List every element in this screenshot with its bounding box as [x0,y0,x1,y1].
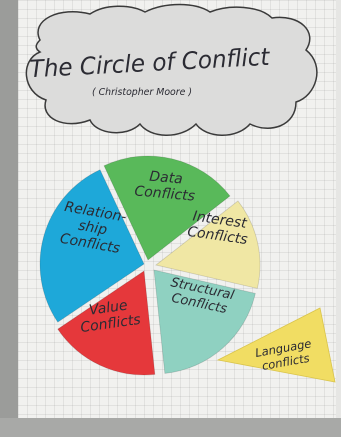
background-shadow [0,0,18,437]
segment-structural [153,269,256,374]
conflict-circle: DataConflictsInterestConflictsStructural… [39,155,261,376]
segment-value [57,270,156,376]
segment-relationship [39,169,145,323]
segment-interest-label: Interest [192,208,248,231]
language-card [216,307,336,383]
segment-value-label: Value [88,298,128,319]
segment-data-label: Data [149,169,184,188]
segment-data-label: Conflicts [134,183,196,204]
title-cloud [25,3,318,136]
chart-subtitle: ( Christopher Moore ) [92,87,192,98]
segment-data [103,155,231,261]
segment-relationship-label: ship [77,218,108,239]
segment-interest [155,200,261,289]
background-floor [0,418,341,437]
